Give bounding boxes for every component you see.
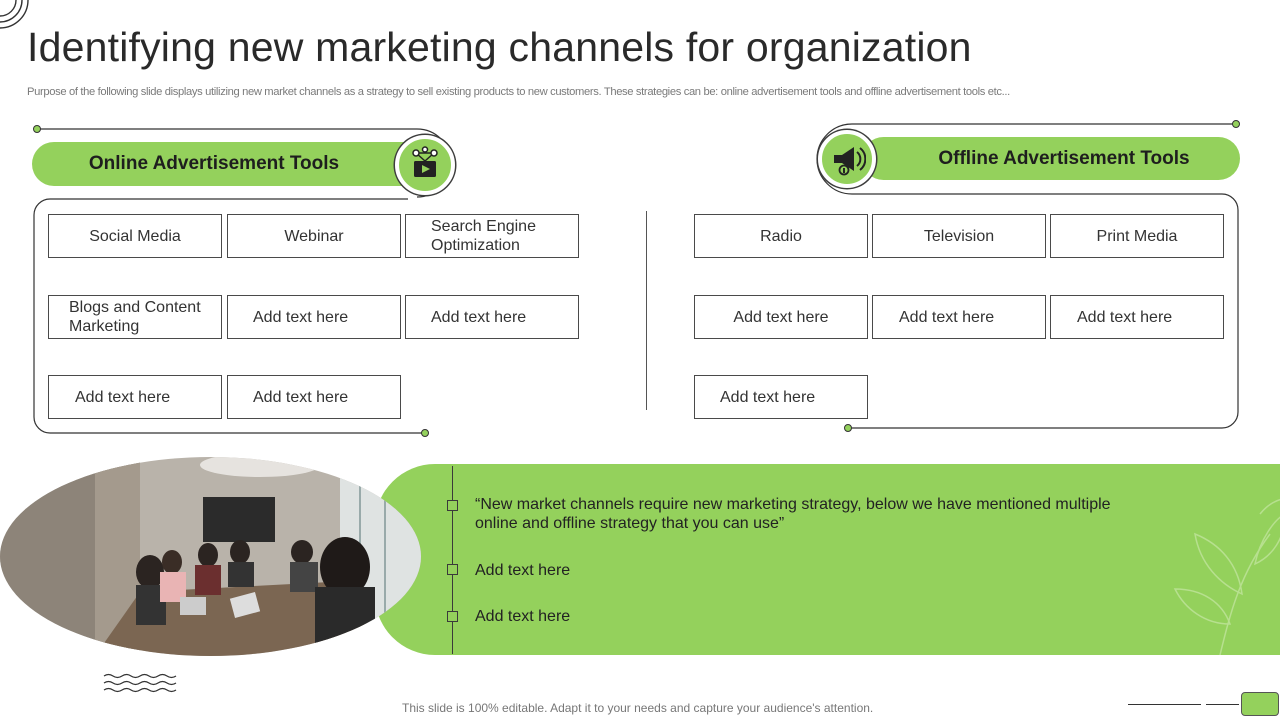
- column-divider: [646, 211, 647, 410]
- online-tools-heading: Online Advertisement Tools: [32, 142, 426, 186]
- wave-decoration: [103, 673, 177, 693]
- panel-point: Add text here: [475, 608, 571, 625]
- strategy-panel: [375, 464, 1280, 655]
- video-tutorial-icon: [395, 135, 455, 195]
- offline-tools-heading: Offline Advertisement Tools: [862, 137, 1240, 180]
- panel-timeline-line: [452, 466, 453, 654]
- offline-tag-placeholder: Add text here: [1050, 295, 1224, 339]
- offline-tag-placeholder: Add text here: [872, 295, 1046, 339]
- online-tag-placeholder: Add text here: [227, 375, 401, 419]
- online-tools-heading-label: Online Advertisement Tools: [88, 153, 340, 174]
- online-tag-placeholder: Add text here: [405, 295, 579, 339]
- online-tag-blogs: Blogs and Content Marketing: [48, 295, 222, 339]
- online-tag-placeholder: Add text here: [227, 295, 401, 339]
- panel-bullet: [447, 564, 458, 575]
- corner-arc-decoration: [0, 0, 29, 29]
- online-tag-webinar: Webinar: [227, 214, 401, 258]
- footer-rule: [1206, 704, 1239, 705]
- footer-rule: [1128, 704, 1201, 705]
- offline-tag-radio: Radio: [694, 214, 868, 258]
- offline-tag-placeholder: Add text here: [694, 375, 868, 419]
- online-tag-placeholder: Add text here: [48, 375, 222, 419]
- panel-quote: “New market channels require new marketi…: [475, 496, 1111, 532]
- panel-bullet: [447, 500, 458, 511]
- panel-bullet: [447, 611, 458, 622]
- offline-tag-placeholder: Add text here: [694, 295, 868, 339]
- offline-tag-television: Television: [872, 214, 1046, 258]
- page-subtitle: Purpose of the following slide displays …: [27, 86, 1010, 98]
- online-tag-social-media: Social Media: [48, 214, 222, 258]
- footer-accent-box: [1241, 692, 1279, 716]
- online-tag-seo: Search Engine Optimization: [405, 214, 579, 258]
- offline-tools-heading-label: Offline Advertisement Tools: [938, 147, 1190, 169]
- page-title: Identifying new marketing channels for o…: [27, 24, 972, 70]
- team-meeting-photo: [0, 457, 421, 656]
- panel-point: Add text here: [475, 562, 571, 579]
- megaphone-icon: [818, 130, 876, 188]
- leaf-decoration: [1173, 498, 1280, 655]
- footer-text: This slide is 100% editable. Adapt it to…: [402, 701, 874, 715]
- offline-tag-print-media: Print Media: [1050, 214, 1224, 258]
